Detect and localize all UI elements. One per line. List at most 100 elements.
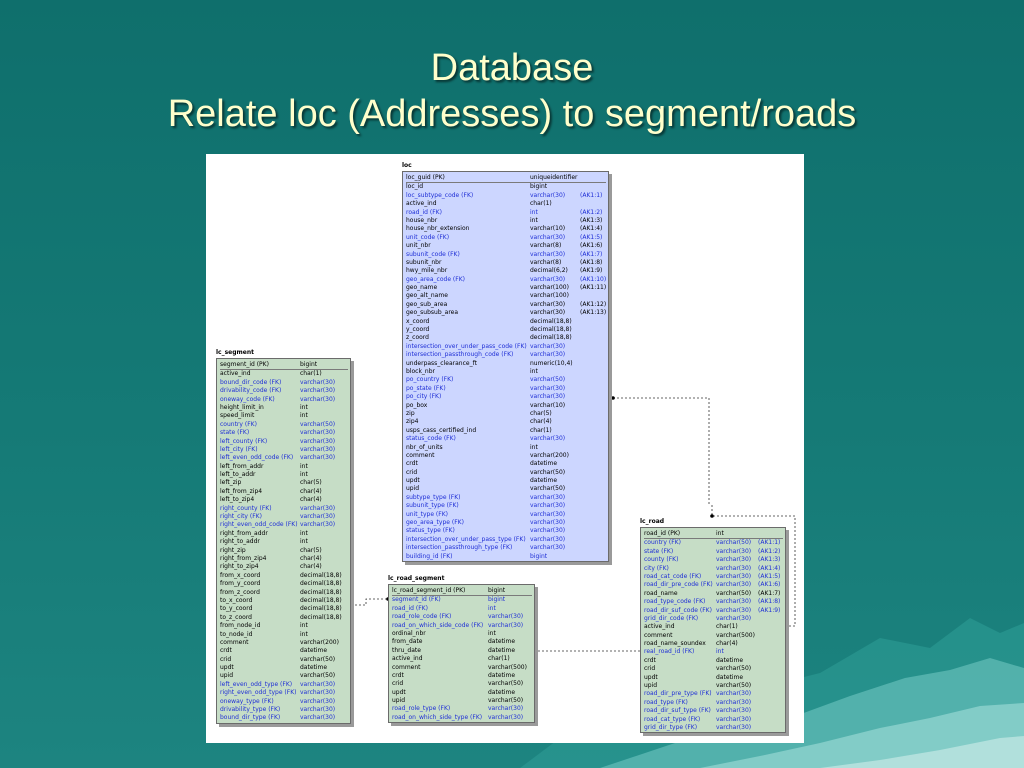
column-type: bigint — [300, 361, 318, 368]
attribute-row: bound_dir_code (FK)varchar(30) — [220, 379, 348, 387]
attribute-row: road_on_which_side_type (FK)varchar(30) — [392, 714, 532, 722]
column-type: varchar(30) — [716, 572, 752, 580]
column-type: varchar(200) — [300, 638, 339, 646]
column-name: crid — [220, 655, 232, 663]
column-name: road_role_type (FK) — [392, 705, 451, 713]
column-type: decimal(18,8) — [530, 334, 572, 342]
column-type: varchar(30) — [530, 342, 566, 350]
column-name: road_dir_suf_code (FK) — [644, 606, 712, 614]
column-name: county (FK) — [644, 556, 679, 564]
column-name: upid — [392, 697, 406, 705]
column-name: comment — [220, 638, 249, 646]
column-name: drivability_type (FK) — [220, 706, 281, 714]
column-name: loc_id — [406, 183, 424, 191]
attribute-row: status_code (FK)varchar(30) — [406, 435, 606, 443]
column-key: (AK1:6) — [758, 581, 781, 589]
attribute-row: drivability_type (FK)varchar(30) — [220, 706, 348, 714]
column-name: subtype_type (FK) — [406, 493, 461, 501]
column-name: oneway_code (FK) — [220, 395, 275, 403]
column-type: varchar(30) — [530, 250, 566, 258]
column-type: varchar(30) — [530, 233, 566, 241]
column-type: varchar(30) — [530, 493, 566, 501]
column-type: varchar(30) — [530, 393, 566, 401]
column-name: real_road_id (FK) — [644, 648, 695, 656]
column-type: datetime — [716, 656, 744, 664]
column-type: varchar(30) — [488, 613, 524, 621]
column-type: varchar(8) — [530, 258, 562, 266]
column-type: int — [530, 443, 538, 451]
attribute-row: real_road_id (FK)int — [644, 648, 783, 656]
column-type: char(1) — [716, 623, 738, 631]
column-type: decimal(6,2) — [530, 267, 568, 275]
column-type: varchar(30) — [300, 504, 336, 512]
column-name: bound_dir_code (FK) — [220, 378, 282, 386]
attribute-row: grid_dir_code (FK)varchar(30) — [644, 615, 783, 623]
slide-title: Database Relate loc (Addresses) to segme… — [0, 45, 1024, 137]
attribute-row: road_cat_code (FK)varchar(30)(AK1:5) — [644, 573, 783, 581]
attribute-row: lc_road_segment_id (PK)bigint — [392, 587, 532, 597]
column-type: decimal(18,8) — [300, 596, 342, 604]
column-name: segment_id (PK) — [220, 361, 269, 368]
column-type: char(1) — [530, 426, 552, 434]
attribute-row: geo_area_code (FK)varchar(30)(AK1:10) — [406, 276, 606, 284]
attribute-row: oneway_code (FK) varchar(30) — [220, 396, 348, 404]
column-type: char(5) — [530, 409, 552, 417]
column-name: ordinal_nbr — [392, 629, 426, 637]
column-name: road_dir_pre_code (FK) — [644, 581, 713, 589]
attribute-row: po_state (FK) varchar(30) — [406, 385, 606, 393]
column-name: updt — [644, 673, 658, 681]
column-type: char(1) — [300, 370, 322, 378]
title-line-2: Relate loc (Addresses) to segment/roads — [167, 93, 857, 135]
attribute-row: subtype_type (FK) varchar(30) — [406, 494, 606, 502]
column-name: po_state (FK) — [406, 384, 446, 392]
column-name: comment — [644, 631, 673, 639]
column-name: drivability_code (FK) — [220, 387, 282, 395]
column-type: varchar(30) — [530, 544, 566, 552]
attribute-row: city (FK)varchar(30)(AK1:4) — [644, 565, 783, 573]
column-type: varchar(30) — [300, 513, 336, 521]
attribute-row: county (FK)varchar(30)(AK1:3) — [644, 556, 783, 564]
attribute-row: unit_type (FK)varchar(30) — [406, 511, 606, 519]
column-name: right_even_odd_code (FK) — [220, 521, 298, 529]
column-name: upid — [406, 485, 420, 493]
column-type: varchar(30) — [488, 713, 524, 721]
column-name: road_id (FK) — [406, 208, 442, 216]
relationship-lines — [351, 396, 796, 653]
rel-road-roadseg-end — [534, 649, 538, 653]
column-name: grid_dir_code (FK) — [644, 614, 699, 622]
column-type: varchar(30) — [530, 435, 566, 443]
column-key: (AK1:10) — [580, 275, 607, 283]
column-name: left_to_addr — [220, 471, 256, 479]
entity-name: loc — [402, 162, 412, 169]
column-type: varchar(30) — [530, 384, 566, 392]
attribute-row: road_role_code (FK)varchar(30) — [392, 613, 532, 621]
attribute-row: road_on_which_side_code (FK)varchar(30) — [392, 622, 532, 630]
column-type: varchar(30) — [300, 395, 336, 403]
column-key: (AK1:2) — [580, 208, 603, 216]
column-name: right_to_addr — [220, 538, 260, 546]
column-type: char(4) — [300, 554, 322, 562]
attribute-row: left_city (FK)varchar(30) — [220, 446, 348, 454]
column-name: country (FK) — [220, 420, 257, 428]
attribute-row: country (FK)varchar(50) — [220, 421, 348, 429]
attribute-row: loc_guid (PK)uniqueidentifier — [406, 174, 606, 184]
attribute-row: loc_subtype_code (FK)varchar(30)(AK1:1) — [406, 192, 606, 200]
column-key: (AK1:8) — [758, 598, 781, 606]
column-type: int — [300, 622, 308, 630]
column-name: lc_road_segment_id (PK) — [392, 587, 466, 594]
